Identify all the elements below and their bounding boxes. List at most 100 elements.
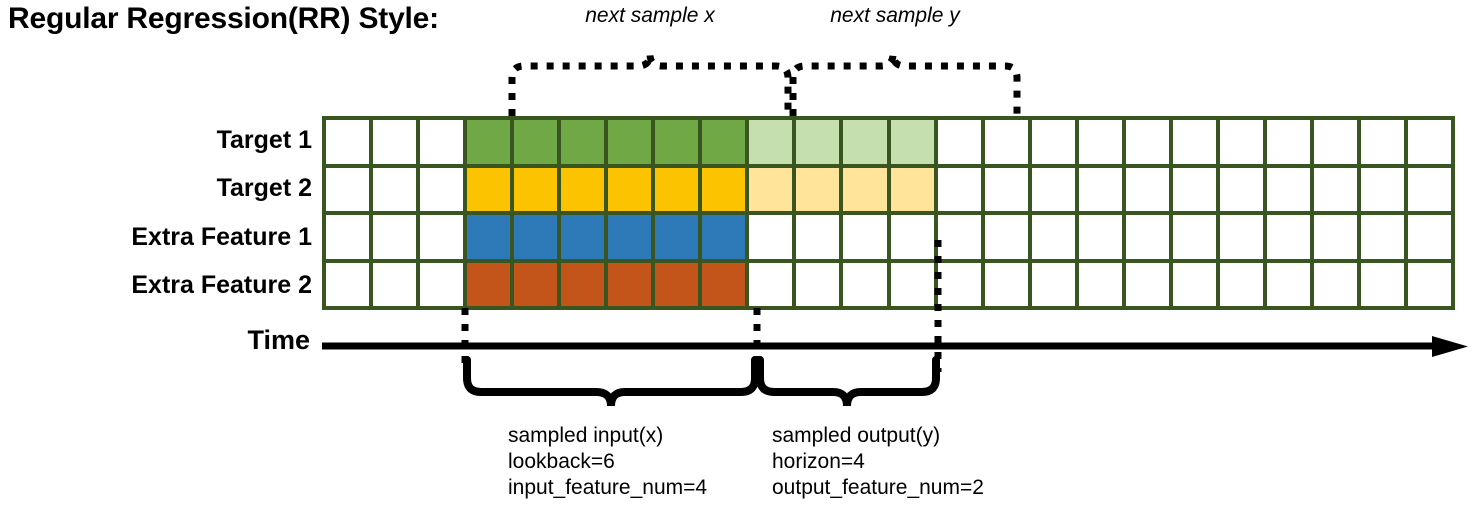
- grid-cell: [1219, 120, 1263, 164]
- grid-cell: [467, 120, 511, 164]
- annotation-input-line-2: lookback=6: [508, 450, 615, 473]
- grid-cell: [326, 262, 370, 306]
- annotation-input-line-1: sampled input(x): [508, 424, 664, 447]
- row-label-target-1: Target 1: [216, 126, 312, 154]
- grid-cell: [561, 262, 605, 306]
- grid-cell: [749, 167, 793, 211]
- grid-cell: [796, 167, 840, 211]
- grid-cell: [937, 262, 981, 306]
- grid-cell: [890, 262, 934, 306]
- grid-cell: [702, 167, 746, 211]
- dotted-brace-next-sample-x: [508, 53, 792, 116]
- row-label-extra-feature-1: Extra Feature 1: [131, 223, 312, 251]
- grid-cell: [326, 215, 370, 259]
- annotation-output-line-3: output_feature_num=2: [772, 476, 984, 499]
- grid-cell: [467, 167, 511, 211]
- grid-cell: [749, 215, 793, 259]
- grid-cell: [1360, 262, 1404, 306]
- brace-sampled-input: [463, 356, 759, 407]
- grid-cell: [1078, 262, 1122, 306]
- grid-cell: [1313, 262, 1357, 306]
- grid-cell: [1266, 215, 1310, 259]
- grid-cell: [608, 262, 652, 306]
- grid-cell: [1360, 167, 1404, 211]
- grid-cell: [1125, 215, 1169, 259]
- dotted-brace-next-sample-y: [789, 53, 1021, 116]
- timeseries-grid: [322, 116, 1455, 310]
- grid-cell: [1266, 262, 1310, 306]
- grid-cell: [702, 215, 746, 259]
- grid-cell: [1078, 167, 1122, 211]
- grid-cell: [937, 167, 981, 211]
- grid-cell: [1219, 167, 1263, 211]
- grid-cell: [514, 120, 558, 164]
- grid-cell: [561, 120, 605, 164]
- grid-cell: [890, 215, 934, 259]
- grid-cell: [514, 262, 558, 306]
- grid-cell: [1078, 215, 1122, 259]
- time-axis-arrow: [322, 336, 1468, 357]
- grid-cell: [373, 120, 417, 164]
- grid-cell: [420, 120, 464, 164]
- grid-cell: [984, 215, 1028, 259]
- time-axis-label: Time: [247, 325, 310, 355]
- grid-cell: [1407, 120, 1451, 164]
- grid-cell: [373, 167, 417, 211]
- grid-cell: [1360, 120, 1404, 164]
- grid-cell: [608, 167, 652, 211]
- grid-cell: [326, 120, 370, 164]
- grid-cell: [373, 215, 417, 259]
- grid-cell: [420, 215, 464, 259]
- grid-cell: [702, 120, 746, 164]
- grid-cell: [467, 215, 511, 259]
- grid-cell: [514, 215, 558, 259]
- grid-cell: [373, 262, 417, 306]
- grid-cell: [1407, 167, 1451, 211]
- grid-cell: [1172, 120, 1216, 164]
- grid-cell: [514, 167, 558, 211]
- grid-cell: [1125, 262, 1169, 306]
- annotation-sampled-output: sampled output(y) horizon=4 output_featu…: [772, 423, 984, 501]
- grid-cell: [984, 262, 1028, 306]
- grid-cell: [1266, 167, 1310, 211]
- row-label-target-2: Target 2: [216, 174, 312, 202]
- grid-cell: [749, 262, 793, 306]
- grid-cell: [1219, 215, 1263, 259]
- grid-cell: [1313, 167, 1357, 211]
- grid-cell: [749, 120, 793, 164]
- grid-cell: [796, 262, 840, 306]
- grid-cell: [937, 120, 981, 164]
- grid-cell: [1125, 167, 1169, 211]
- row-label-column: Target 1 Target 2 Extra Feature 1 Extra …: [20, 116, 312, 310]
- grid-cell: [843, 262, 887, 306]
- grid-cell: [1172, 167, 1216, 211]
- grid-cell: [1313, 215, 1357, 259]
- grid-cell: [937, 215, 981, 259]
- grid-cell: [608, 215, 652, 259]
- caption-next-sample-y: next sample y: [830, 4, 960, 27]
- grid-cell: [890, 167, 934, 211]
- grid-cell: [467, 262, 511, 306]
- grid-cell: [326, 167, 370, 211]
- grid-cell: [1031, 167, 1075, 211]
- grid-cell: [1172, 215, 1216, 259]
- grid-cell: [843, 120, 887, 164]
- annotation-output-line-1: sampled output(y): [772, 424, 941, 447]
- annotation-output-line-2: horizon=4: [772, 450, 865, 473]
- grid-cell: [1219, 262, 1263, 306]
- grid-cell: [420, 262, 464, 306]
- grid-cell: [1266, 120, 1310, 164]
- grid-cell: [984, 167, 1028, 211]
- grid-cell: [796, 215, 840, 259]
- grid-cell: [890, 120, 934, 164]
- caption-next-sample-x: next sample x: [585, 4, 715, 27]
- page-title: Regular Regression(RR) Style:: [8, 2, 439, 35]
- grid-cell: [1360, 215, 1404, 259]
- grid-cell: [1172, 262, 1216, 306]
- grid-cell: [655, 120, 699, 164]
- grid-cell: [984, 120, 1028, 164]
- annotation-input-line-3: input_feature_num=4: [508, 476, 708, 499]
- grid-cell: [1078, 120, 1122, 164]
- grid-cell: [1313, 120, 1357, 164]
